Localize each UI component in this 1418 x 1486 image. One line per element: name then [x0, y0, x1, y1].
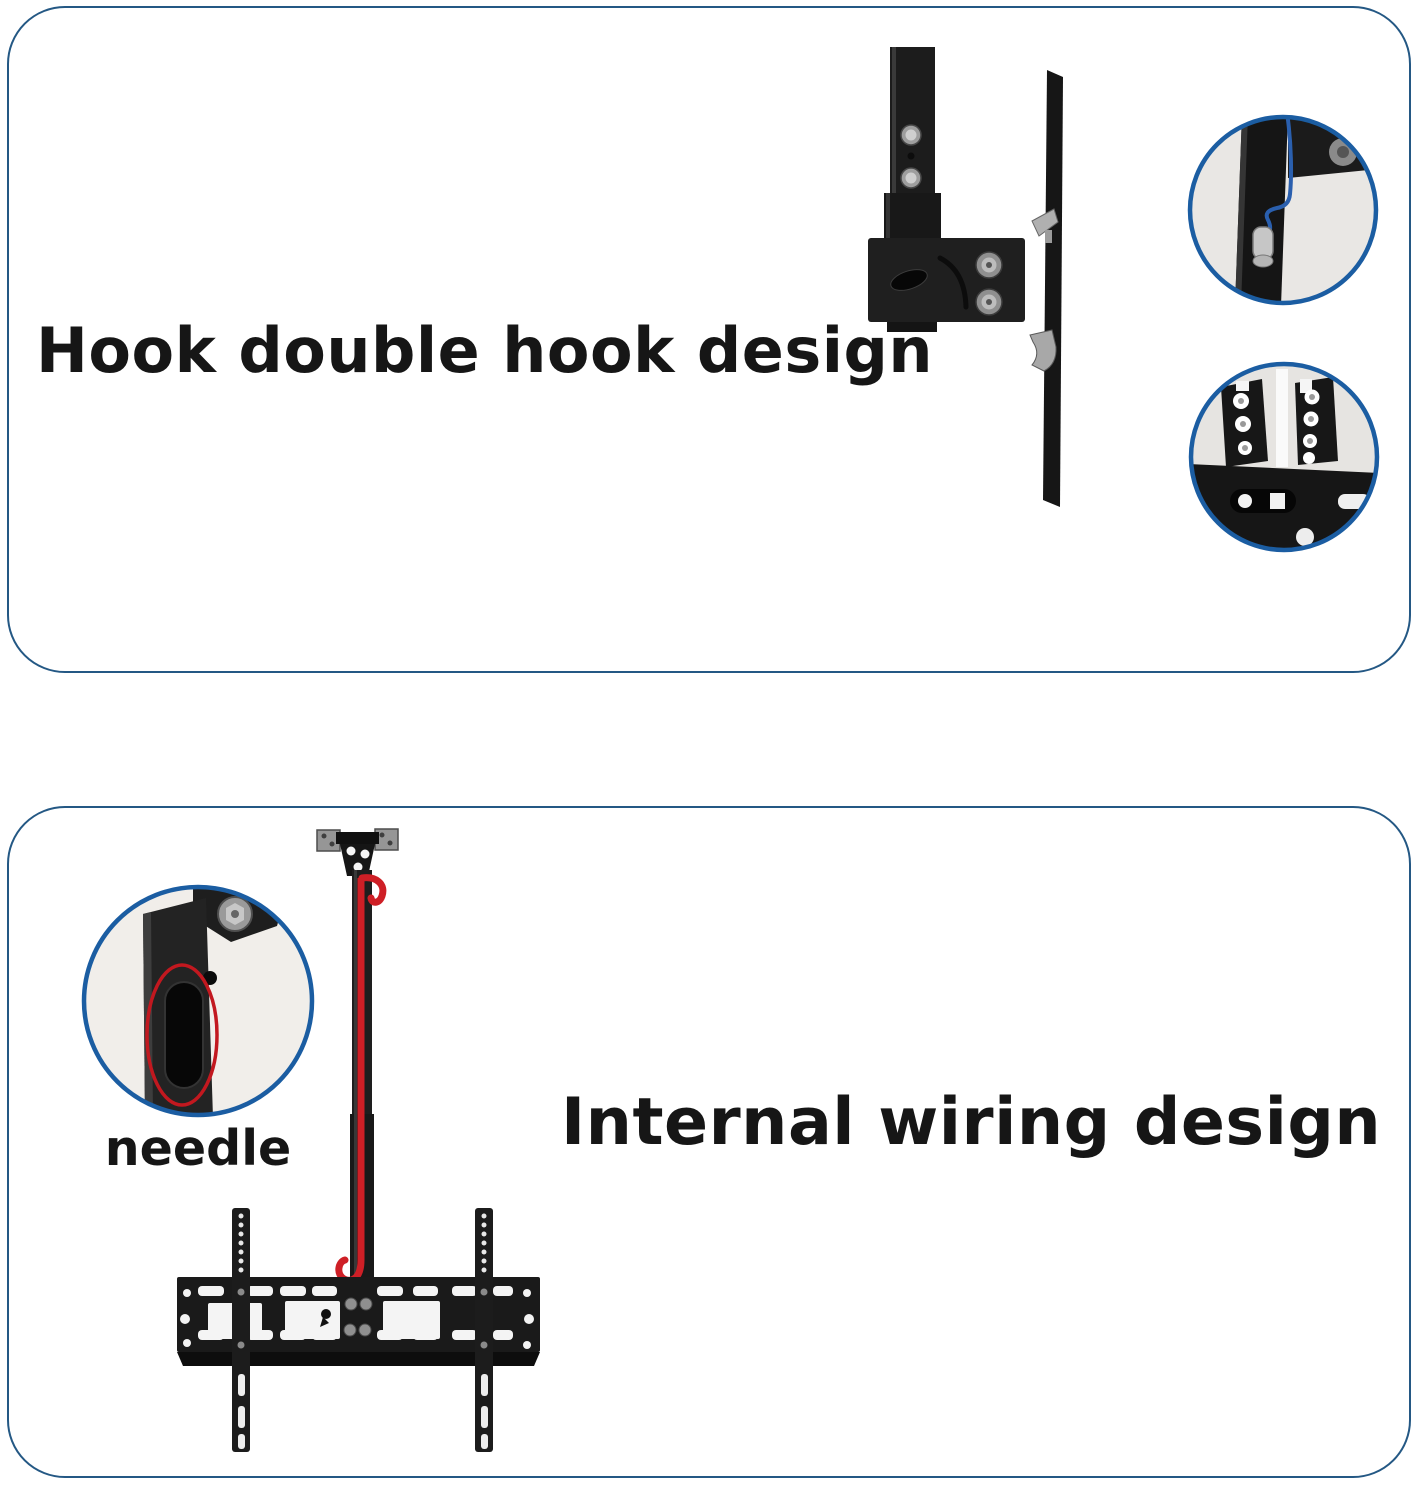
callout-ring: [81, 884, 315, 1118]
needle-label: needle: [104, 1120, 292, 1177]
internal-cable: [335, 874, 387, 1284]
body-slot: [890, 269, 928, 291]
vesa-bolts: [343, 1297, 373, 1337]
panel-title-wiring: Internal wiring design: [561, 1085, 1382, 1160]
feature-panel-hook: [7, 6, 1411, 673]
hook-wire-highlight: [1264, 118, 1294, 238]
tv-plate: [1043, 70, 1063, 507]
pole-sleeve: [884, 193, 941, 241]
mount-side-photo: [868, 47, 1063, 507]
body-step: [887, 322, 937, 332]
pole-bolt: [900, 124, 922, 189]
double-hook-zoom-callout: [1187, 114, 1379, 306]
panel-title-hook: Hook double hook design: [36, 314, 934, 387]
double-hook-metal: [1252, 226, 1274, 268]
plate-edge-bar: [1235, 117, 1288, 303]
vesa-rail-right: [475, 1208, 493, 1452]
needle-slot: [164, 981, 204, 1089]
tilt-guide-slot: [937, 255, 969, 310]
plate-hook-lower: [1029, 329, 1057, 372]
joint-screw: [217, 896, 253, 932]
keyhole: [320, 1309, 331, 1327]
callout-ring: [1187, 114, 1379, 306]
vesa-rail-left: [232, 1208, 250, 1452]
tilt-body: [868, 238, 1025, 322]
plate-hook-upper: [1031, 208, 1059, 243]
mounting-holes-zoom-callout: [1188, 361, 1380, 553]
rail-right: [1295, 377, 1338, 465]
needle-zoom-callout: [81, 884, 315, 1118]
callout-ring: [1188, 361, 1380, 553]
red-highlight-ellipse: [145, 963, 219, 1107]
tv-bracket-bar: [177, 1277, 540, 1366]
rail-left: [1221, 379, 1268, 467]
body-bolt: [975, 251, 1003, 316]
ceiling-mount-photo: [177, 828, 540, 1452]
ceiling-bracket: [316, 828, 399, 876]
